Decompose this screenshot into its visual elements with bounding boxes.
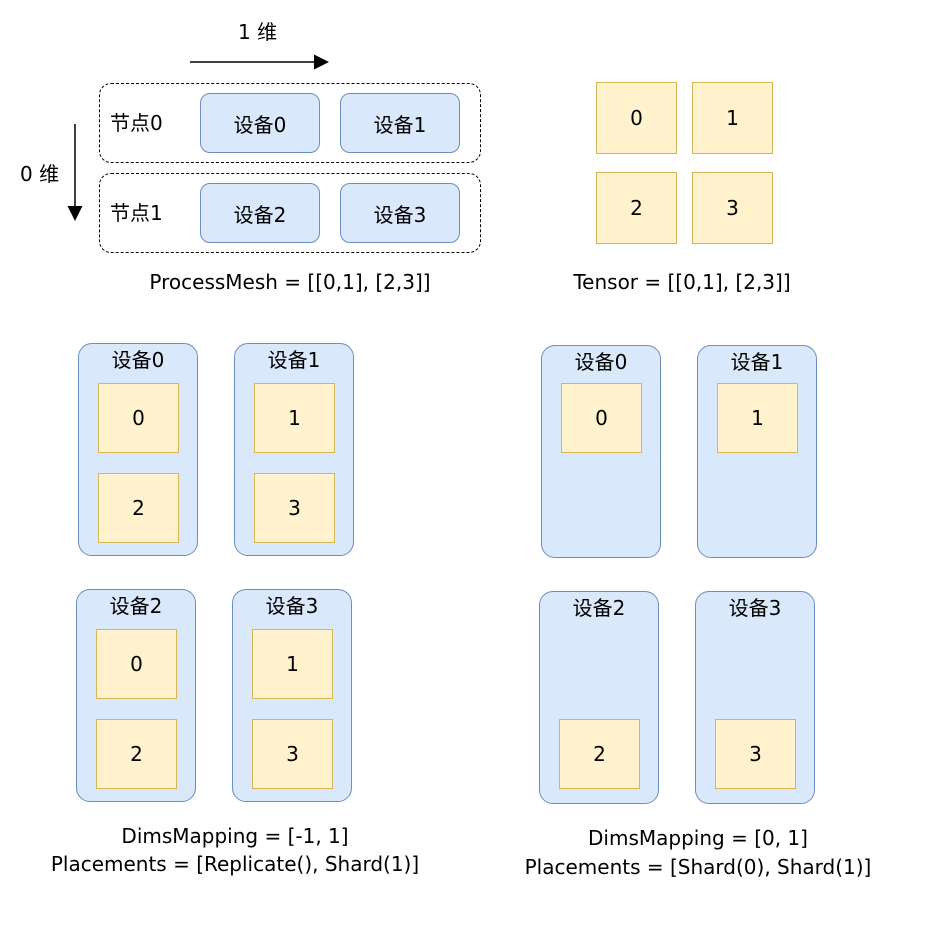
mesh-device-2: 设备2 — [200, 183, 320, 243]
shard-device-1: 设备1 1 — [697, 345, 817, 558]
device-label: 设备0 — [574, 350, 628, 374]
shard-device-0: 设备0 0 — [541, 345, 661, 558]
replicate-device-2: 设备2 0 2 — [76, 589, 196, 802]
chunk-tile: 2 — [559, 719, 640, 789]
device-label: 设备2 — [572, 596, 626, 620]
tensor-cell-0: 0 — [596, 82, 677, 154]
tensor-cell-2: 2 — [596, 172, 677, 244]
chunk-tile: 1 — [252, 629, 333, 699]
chunk-tile: 2 — [98, 473, 179, 543]
replicate-device-3: 设备3 1 3 — [232, 589, 352, 802]
replicate-device-0: 设备0 0 2 — [78, 343, 198, 556]
device-label: 设备1 — [730, 350, 784, 374]
dim1-label: 1 维 — [238, 20, 278, 44]
chunk-tile: 2 — [96, 719, 177, 789]
node-1-group — [99, 173, 481, 253]
node-0-group — [99, 83, 481, 163]
chunk-tile: 1 — [254, 383, 335, 453]
dim0-label: 0 维 — [20, 162, 60, 186]
replicate-device-1: 设备1 1 3 — [234, 343, 354, 556]
tensor-cell-3: 3 — [692, 172, 773, 244]
mesh-device-1: 设备1 — [340, 93, 460, 153]
chunk-tile: 3 — [252, 719, 333, 789]
chunk-tile: 1 — [717, 383, 798, 453]
device-label: 设备3 — [728, 596, 782, 620]
replicate-caption-line2: Placements = [Replicate(), Shard(1)] — [50, 852, 420, 876]
mesh-device-0: 设备0 — [200, 93, 320, 153]
tensor-cell-1: 1 — [692, 82, 773, 154]
node-0-label: 节点0 — [110, 111, 163, 135]
mesh-device-3: 设备3 — [340, 183, 460, 243]
shard-caption-line2: Placements = [Shard(0), Shard(1)] — [524, 855, 872, 879]
shard-device-3: 设备3 3 — [695, 591, 815, 804]
chunk-tile: 3 — [715, 719, 796, 789]
node-1-label: 节点1 — [110, 201, 163, 225]
shard-caption-line1: DimsMapping = [0, 1] — [588, 826, 808, 850]
chunk-tile: 0 — [561, 383, 642, 453]
process-mesh-caption: ProcessMesh = [[0,1], [2,3]] — [149, 270, 431, 294]
device-label: 设备2 — [109, 594, 163, 618]
chunk-tile: 0 — [98, 383, 179, 453]
shard-device-2: 设备2 2 — [539, 591, 659, 804]
tensor-caption: Tensor = [[0,1], [2,3]] — [573, 270, 791, 294]
chunk-tile: 3 — [254, 473, 335, 543]
chunk-tile: 0 — [96, 629, 177, 699]
device-label: 设备1 — [267, 348, 321, 372]
device-label: 设备0 — [111, 348, 165, 372]
device-label: 设备3 — [265, 594, 319, 618]
replicate-caption-line1: DimsMapping = [-1, 1] — [121, 824, 349, 848]
